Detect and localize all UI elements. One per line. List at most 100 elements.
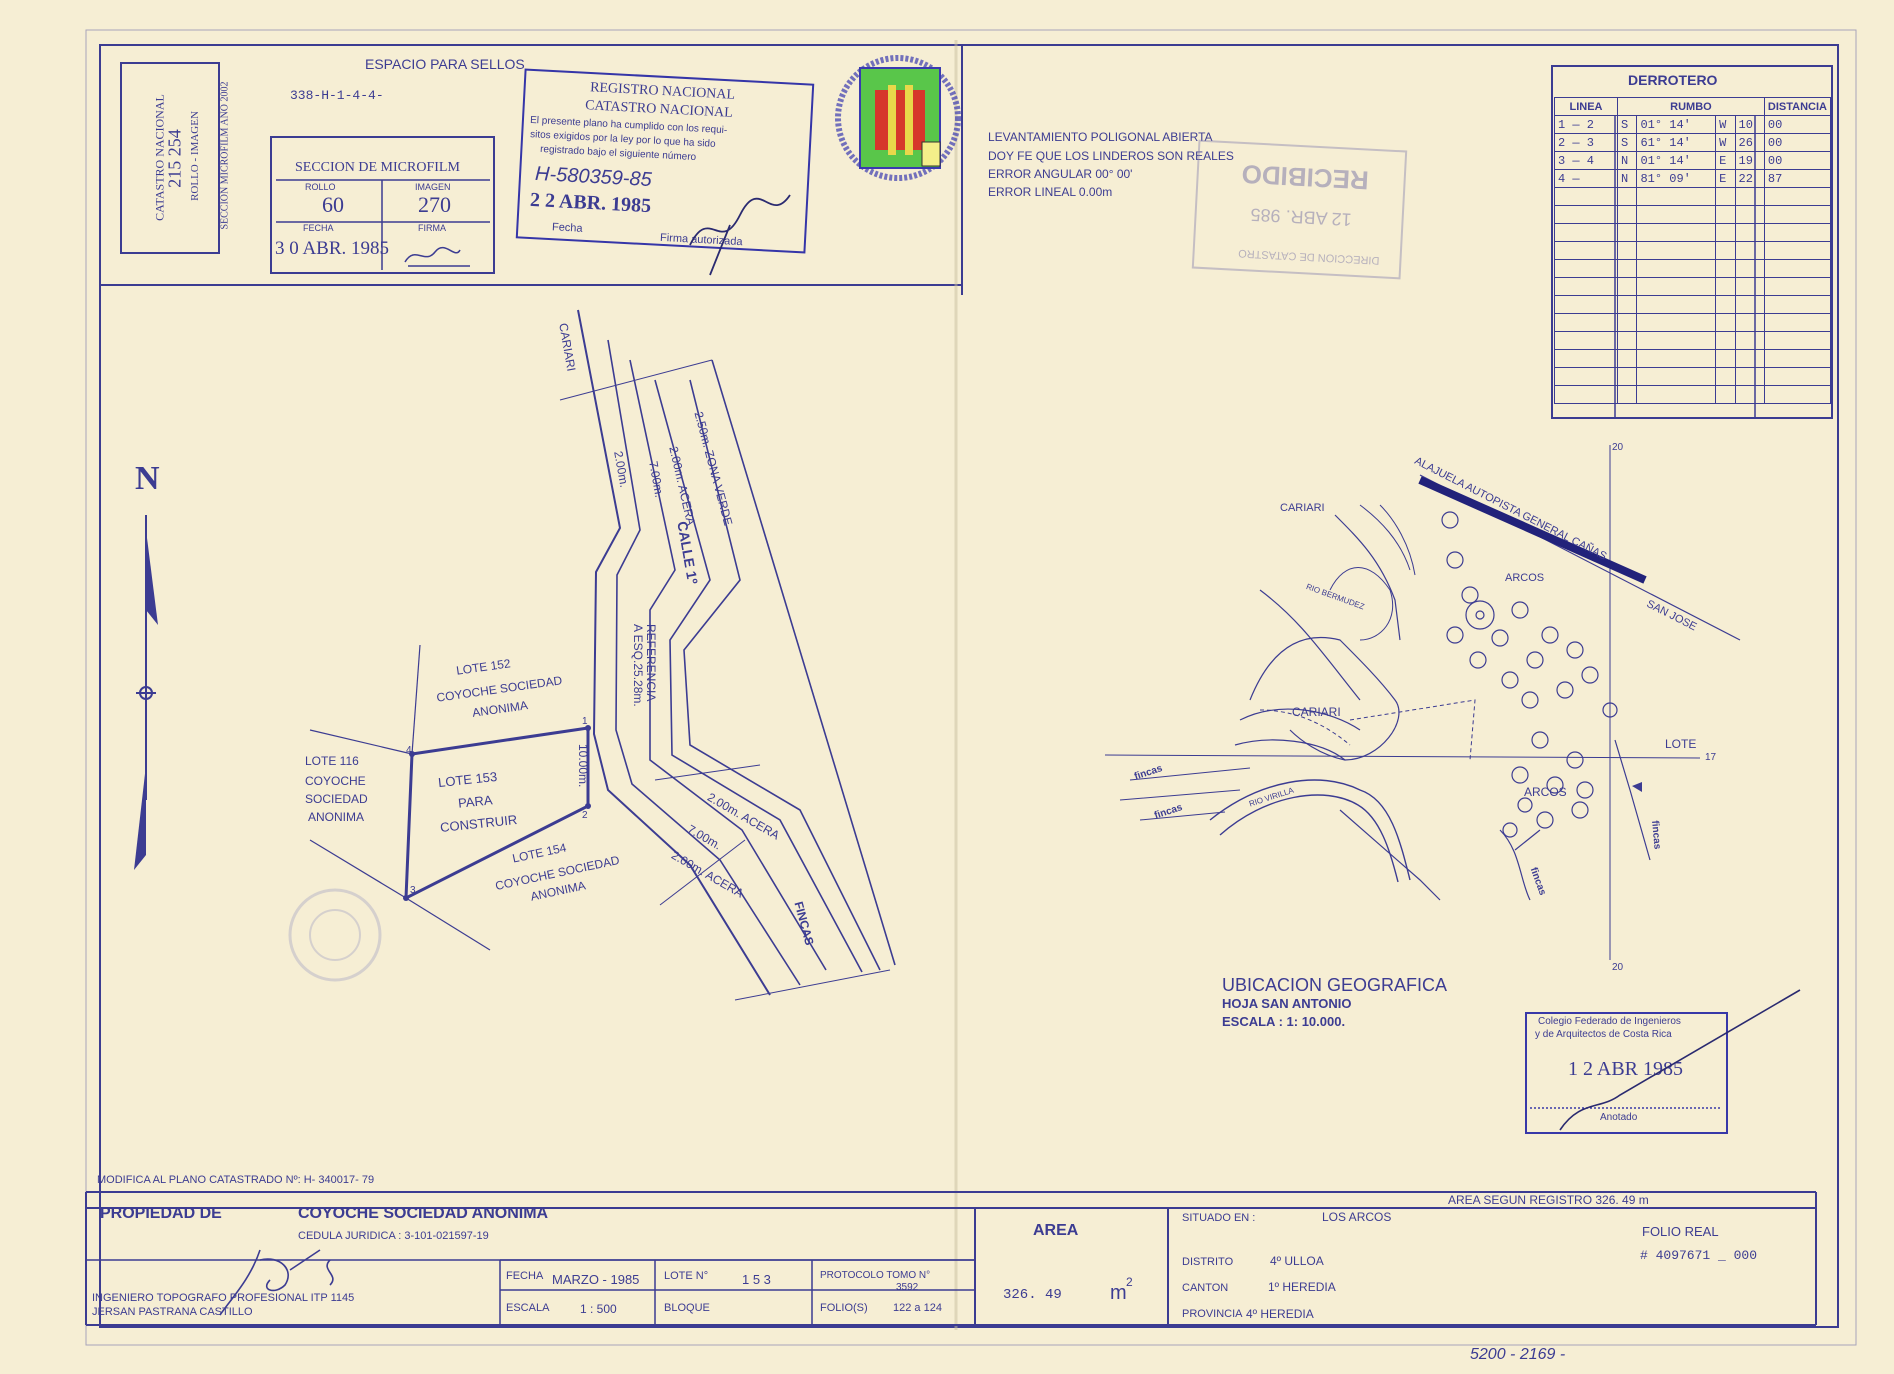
lote-block: 1 5 3: [742, 1272, 771, 1287]
vertex-1: 1: [582, 716, 588, 727]
derrotero-empty-row: [1554, 259, 1832, 278]
bloque-label: BLOQUE: [664, 1302, 710, 1314]
map-arcos-mid: ARCOS: [1524, 785, 1567, 799]
derrotero-empty-row: [1554, 241, 1832, 260]
vertex-4: 4: [406, 745, 412, 756]
plan-code: 338-H-1-4-4-: [290, 88, 384, 103]
situado-value: LOS ARCOS: [1322, 1210, 1392, 1224]
ubicacion-escala: ESCALA : 1: 10.000.: [1222, 1014, 1346, 1029]
folio-value: 122 a 124: [893, 1302, 942, 1314]
imagen-label: IMAGEN: [415, 182, 451, 192]
derrotero-empty-row: [1554, 313, 1832, 332]
derrotero-cell: 10: [1734, 115, 1765, 134]
derrotero-empty-row: [1554, 367, 1832, 386]
rollo-value: 60: [322, 192, 344, 217]
vertex-2: 2: [582, 810, 588, 821]
area-value: 326. 49: [1003, 1287, 1062, 1303]
derrotero-row: 2 — 3 S 61° 14' W 26 00: [1554, 133, 1832, 152]
derrotero-cell: 87: [1763, 169, 1832, 188]
microfilm-signature: [404, 246, 470, 267]
colegio-anotado: Anotado: [1600, 1112, 1638, 1123]
lote116-line2: COYOCHE: [305, 774, 366, 788]
fecha-label: FECHA: [303, 223, 334, 233]
derrotero-empty-row: [1554, 223, 1832, 242]
map-cariari-top: CARIARI: [1280, 502, 1325, 514]
espacio-sellos-label: ESPACIO PARA SELLOS: [365, 56, 525, 72]
distrito-value: 4º ULLOA: [1270, 1254, 1324, 1268]
canton-value: 1º HEREDIA: [1268, 1280, 1336, 1294]
cedula: CEDULA JURIDICA : 3-101-021597-19: [298, 1230, 489, 1242]
engineer-signature: [219, 1249, 334, 1316]
escala-block: 1 : 500: [580, 1302, 617, 1316]
microfilm-title: SECCION DE MICROFILM: [295, 160, 460, 175]
protocolo-label: PROTOCOLO TOMO N°: [820, 1270, 931, 1281]
provincia-value: 4º HEREDIA: [1246, 1307, 1314, 1321]
derrotero-cell: 00: [1763, 115, 1832, 134]
folio-real-label: FOLIO REAL: [1642, 1224, 1719, 1239]
north-label: N: [135, 460, 160, 497]
distrito-label: DISTRITO: [1182, 1256, 1234, 1268]
area-registro: AREA SEGUN REGISTRO 326. 49 m: [1448, 1193, 1649, 1207]
firma-label: FIRMA: [418, 223, 446, 233]
ubicacion-hoja: HOJA SAN ANTONIO: [1222, 996, 1352, 1011]
map-arcos-top: ARCOS: [1505, 572, 1545, 584]
derrotero-empty-row: [1554, 277, 1832, 296]
lote116-line4: ANONIMA: [308, 810, 365, 824]
derrotero-header-rumbo: RUMBO: [1617, 97, 1765, 116]
modifica-note: MODIFICA AL PLANO CATASTRADO Nº: H- 3400…: [97, 1174, 375, 1186]
microfilm-stamp: [270, 136, 495, 274]
ingeniero-line2: JERSAN PASTRANA CASTILLO: [92, 1306, 253, 1318]
lote116-line3: SOCIEDAD: [305, 792, 368, 806]
derrotero-empty-row: [1554, 295, 1832, 314]
map-coord-bottom: 20: [1612, 962, 1624, 973]
levantamiento-line1: LEVANTAMIENTO POLIGONAL ABIERTA: [988, 130, 1213, 144]
derrotero-cell: 00: [1763, 133, 1832, 152]
catastro-nacional-stamp: [120, 62, 220, 254]
derrotero-cell: 4 —: [1554, 169, 1618, 188]
levantamiento-line3: ERROR ANGULAR 00° 00': [988, 167, 1133, 181]
derrotero-cell: 3 — 4: [1554, 151, 1618, 170]
derrotero-row: 1 — 2 S 01° 14' W 10 00: [1554, 115, 1832, 134]
derrotero-empty-row: [1554, 349, 1832, 368]
escala-block-label: ESCALA: [506, 1302, 550, 1314]
derrotero-cell: 26: [1734, 133, 1765, 152]
folio-real-value: # 4097671 _ 000: [1640, 1248, 1758, 1263]
area-unit-exponent: 2: [1126, 1275, 1133, 1289]
derrotero-header-linea: LINEA: [1554, 97, 1618, 116]
map-coord-right: 17: [1705, 752, 1717, 763]
protocolo-value: 3592: [896, 1282, 919, 1293]
derrotero-cell: 22: [1734, 169, 1765, 188]
colegio-line1: Colegio Federado de Ingenieros: [1538, 1016, 1681, 1027]
propietario: COYOCHE SOCIEDAD ANONIMA: [298, 1205, 549, 1222]
map-lote: LOTE: [1665, 737, 1697, 751]
colegio-fecha: 1 2 ABR 1985: [1568, 1058, 1684, 1080]
imagen-value: 270: [418, 192, 451, 217]
microfilm-fecha: 3 0 ABR. 1985: [275, 238, 390, 259]
area-label: AREA: [1033, 1222, 1079, 1239]
ingeniero-line1: INGENIERO TOPOGRAFO PROFESIONAL ITP 1145: [92, 1292, 355, 1304]
vertex-3: 3: [410, 885, 416, 896]
provincia-label: PROVINCIA: [1182, 1308, 1243, 1320]
timbre-stamp-image: [835, 55, 961, 181]
situado-label: SITUADO EN :: [1182, 1212, 1256, 1224]
derrotero-table: LINEA RUMBO DISTANCIA 1 — 2 S 01° 14' W …: [1554, 97, 1832, 404]
colegio-line2: y de Arquitectos de Costa Rica: [1535, 1029, 1672, 1040]
canton-label: CANTON: [1182, 1282, 1229, 1294]
propiedad-label: PROPIEDAD DE: [100, 1205, 222, 1222]
folio-label: FOLIO(S): [820, 1302, 868, 1314]
ubicacion-title: UBICACION GEOGRAFICA: [1222, 975, 1448, 995]
levantamiento-line2: DOY FE QUE LOS LINDEROS SON REALES: [988, 149, 1234, 163]
derrotero-title: DERROTERO: [1628, 72, 1718, 88]
footer-note: 5200 - 2169 -: [1470, 1346, 1566, 1363]
rollo-label: ROLLO: [305, 182, 336, 192]
derrotero-empty-row: [1554, 385, 1832, 404]
map-coord-top: 20: [1612, 442, 1624, 453]
fecha-block: MARZO - 1985: [552, 1272, 640, 1287]
map-cariari-mid: CARIARI: [1292, 705, 1341, 719]
levantamiento-line4: ERROR LINEAL 0.00m: [988, 185, 1113, 199]
fecha-block-label: FECHA: [506, 1270, 544, 1282]
